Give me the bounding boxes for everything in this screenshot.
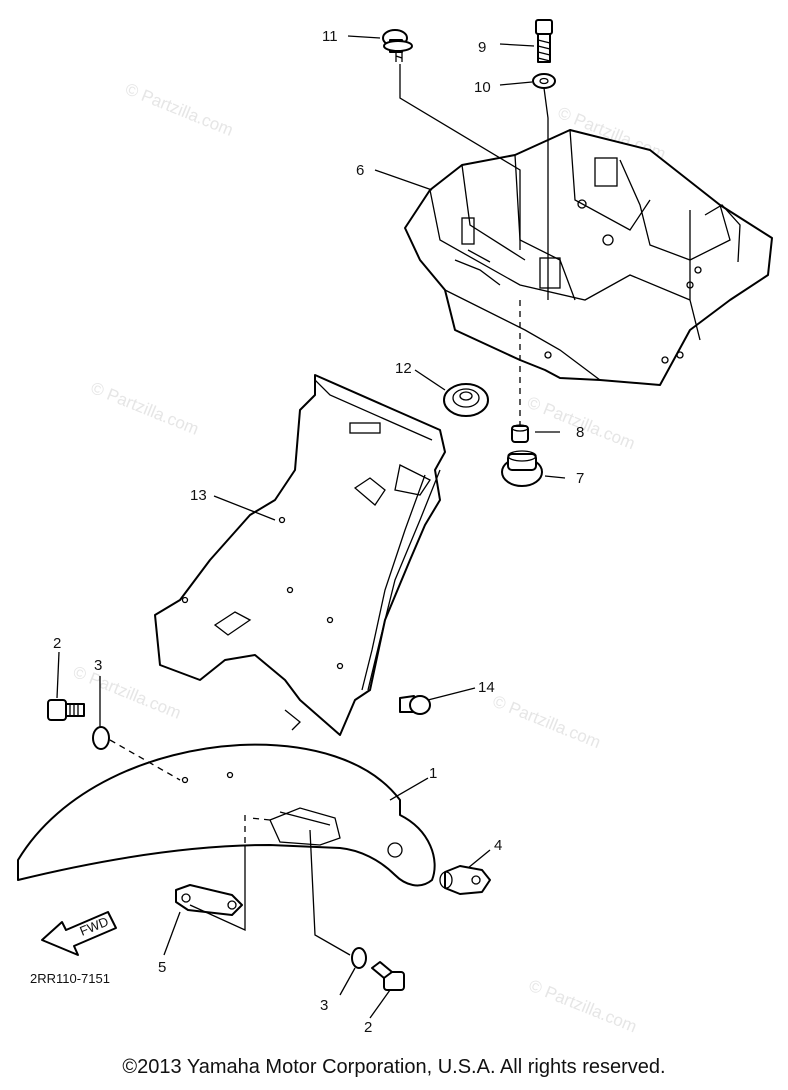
drawing-code: 2RR110-7151 xyxy=(30,971,110,986)
washer-3-lower-part xyxy=(351,947,367,969)
callout-12: 12 xyxy=(395,360,412,377)
watermark: © Partzilla.com xyxy=(88,378,201,439)
bolt-2-lower-part xyxy=(371,961,405,991)
callout-3-lower: 3 xyxy=(320,997,328,1014)
watermark: © Partzilla.com xyxy=(524,393,637,454)
callout-2-upper: 2 xyxy=(53,635,61,652)
callout-1: 1 xyxy=(429,765,437,782)
watermark: © Partzilla.com xyxy=(70,662,183,723)
callout-2-lower: 2 xyxy=(364,1019,372,1036)
screw-14-part xyxy=(399,695,431,715)
callout-8: 8 xyxy=(576,424,584,441)
callout-4: 4 xyxy=(494,837,502,854)
washer-10-part xyxy=(532,73,556,89)
front-fender-1-part xyxy=(17,743,436,887)
bolt-9-part xyxy=(535,19,553,63)
copyright-notice: ©2013 Yamaha Motor Corporation, U.S.A. A… xyxy=(122,1056,666,1078)
callout-5: 5 xyxy=(158,959,166,976)
bolt-11-part xyxy=(382,29,413,62)
holder-4-part xyxy=(439,865,491,895)
watermark: © Partzilla.com xyxy=(526,976,639,1037)
fwd-arrow-icon: FWD xyxy=(41,911,117,956)
watermark: © Partzilla.com xyxy=(123,79,236,140)
bracket-5-part xyxy=(175,884,243,916)
callout-14: 14 xyxy=(478,679,495,696)
callout-3-upper: 3 xyxy=(94,657,102,674)
callout-11: 11 xyxy=(322,28,338,45)
grommet-12-part xyxy=(443,383,489,417)
callout-10: 10 xyxy=(474,79,491,96)
callout-13: 13 xyxy=(190,487,207,504)
grommet-7-part xyxy=(501,450,543,487)
collar-8-part xyxy=(511,424,529,443)
battery-box-part xyxy=(404,129,773,386)
leader-lines xyxy=(56,35,566,1019)
callouts: 11 9 10 6 12 8 7 13 2 3 14 1 4 5 3 2 2RR… xyxy=(30,28,584,1036)
callout-7: 7 xyxy=(576,470,584,487)
callout-9: 9 xyxy=(478,39,486,56)
watermark: © Partzilla.com xyxy=(490,692,603,753)
bolt-2-upper-part xyxy=(47,699,85,721)
fender-13-part xyxy=(154,374,446,736)
washer-3-upper-part xyxy=(92,726,110,750)
callout-6: 6 xyxy=(356,162,364,179)
